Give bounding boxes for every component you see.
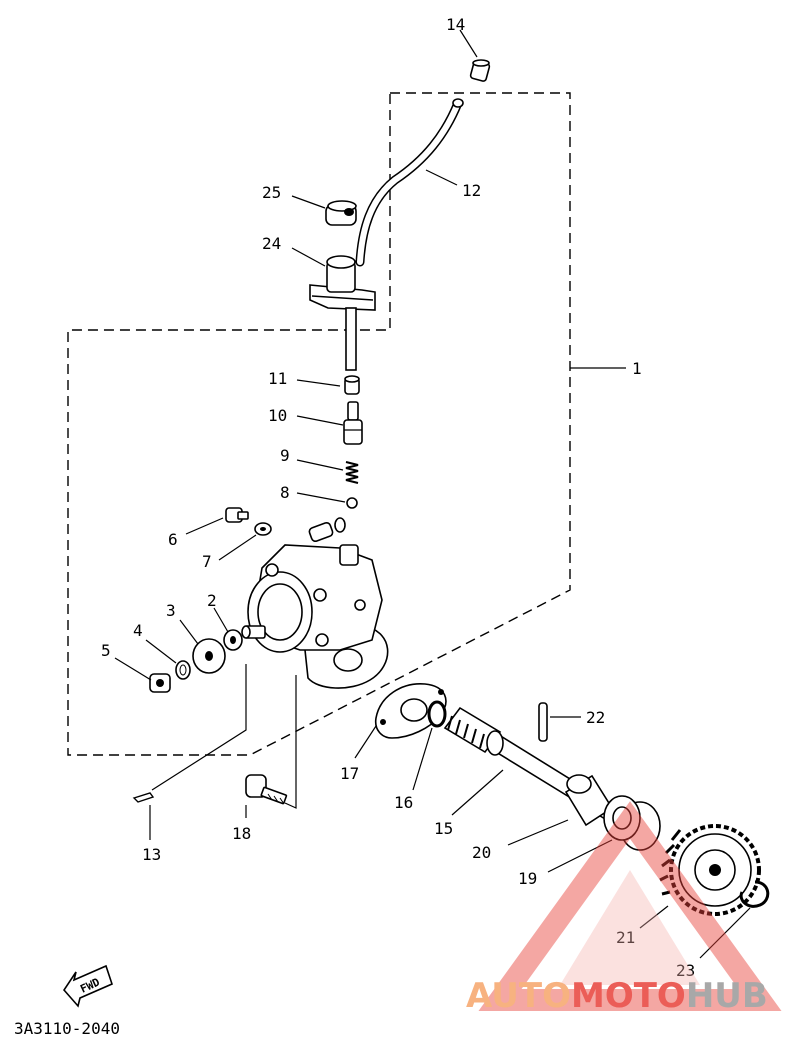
- part-5-nut: [149, 673, 171, 693]
- part-3-plate: [192, 638, 226, 674]
- part-20-collar: [564, 774, 614, 827]
- callout-11: 11: [268, 369, 287, 388]
- watermark-text: AUTOMOTOHUB: [466, 976, 768, 1016]
- callout-14: 14: [446, 15, 465, 34]
- callout-15: 15: [434, 819, 453, 838]
- part-4-spring-washer: [175, 660, 191, 680]
- callout-7: 7: [202, 552, 212, 571]
- callout-16: 16: [394, 793, 413, 812]
- watermark-logo: AUTOMOTOHUB: [466, 801, 782, 1016]
- part-23-circlip: [739, 880, 770, 908]
- callout-22: 22: [586, 708, 605, 727]
- part-25-grommet: [325, 200, 357, 226]
- part-6-screw: [225, 507, 249, 523]
- part-12-delivery-pipe: [355, 98, 464, 267]
- oil-pump-body: [241, 517, 389, 689]
- callout-18: 18: [232, 824, 251, 843]
- callout-5: 5: [101, 641, 111, 660]
- callout-17: 17: [340, 764, 359, 783]
- part-19-bearing: [603, 795, 661, 851]
- callout-10: 10: [268, 406, 287, 425]
- part-14-cap: [469, 59, 491, 82]
- callout-6: 6: [168, 530, 178, 549]
- leader-lines: [114, 29, 751, 959]
- callout-25: 25: [262, 183, 281, 202]
- callout-8: 8: [280, 483, 290, 502]
- part-24-holder: [309, 255, 376, 371]
- callout-2: 2: [207, 591, 217, 610]
- callout-19: 19: [518, 869, 537, 888]
- callout-4: 4: [133, 621, 143, 640]
- part-16-o-ring: [427, 700, 447, 728]
- part-22-dowel-pin: [538, 702, 548, 742]
- callout-1: 1: [632, 359, 642, 378]
- fwd-arrow: FWD: [62, 964, 113, 1008]
- callout-12: 12: [462, 181, 481, 200]
- callout-13: 13: [142, 845, 161, 864]
- part-9-spring: [345, 461, 359, 484]
- part-7-washer: [254, 522, 272, 536]
- part-18-bolt: [245, 774, 288, 805]
- assembly-boundary: [67, 92, 571, 756]
- part-2-washer: [223, 629, 243, 651]
- callout-24: 24: [262, 234, 281, 253]
- callout-20: 20: [472, 843, 491, 862]
- diagram-code: 3A3110-2040: [14, 1019, 120, 1038]
- part-8-check-ball: [346, 497, 358, 509]
- callout-numbers: 14 12 25 24 1 11 10 9 8 6 7 2 3 4 5 13 1…: [101, 15, 695, 980]
- part-21-gear: [659, 824, 761, 916]
- callout-23: 23: [676, 961, 695, 980]
- callout-21: 21: [616, 928, 635, 947]
- part-10-valve-body: [343, 401, 363, 445]
- callout-9: 9: [280, 446, 290, 465]
- part-11-seal: [344, 375, 360, 395]
- part-13-pin: [132, 792, 155, 803]
- callout-3: 3: [166, 601, 176, 620]
